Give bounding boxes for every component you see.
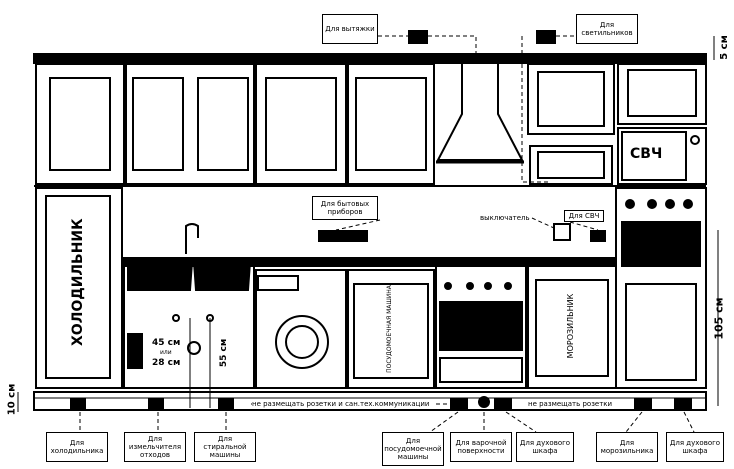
upper-cabinet — [125, 63, 255, 185]
dim-sink-b: 28 см — [152, 358, 181, 368]
dim-sink-a: 45 см — [152, 338, 181, 348]
microwave-label: СВЧ — [630, 146, 663, 162]
label-appliances: Для бытовых приборов — [312, 196, 378, 220]
range-hood — [436, 64, 524, 161]
dim-bottom: 10 см — [6, 383, 18, 416]
label-dishwasher: Для посудомоечной машины — [382, 432, 444, 466]
socket-block — [318, 230, 368, 242]
label-freezer: Для морозильника — [596, 432, 658, 462]
label-oven-2: Для духового шкафа — [666, 432, 724, 462]
oven — [435, 265, 527, 389]
fridge — [35, 187, 123, 389]
label-hood: Для вытяжки — [322, 14, 378, 44]
dim-sink-or: или — [160, 349, 172, 356]
upper-cabinet — [255, 63, 347, 185]
label-washer: Для стиральной машины — [194, 432, 256, 462]
washing-machine — [255, 269, 347, 389]
note-switch: выключатель — [480, 214, 530, 222]
freezer — [527, 265, 617, 389]
label-lights: Для светильников — [576, 14, 638, 44]
dim-right: 105 см — [712, 297, 726, 340]
dim-top: 5 см — [718, 35, 730, 60]
note-no-sockets-1: не размещать розетки и сан.тех.коммуника… — [252, 400, 430, 408]
note-no-sockets-2: не размещать розетки — [528, 400, 613, 408]
label-shredder: Для измельчителя отходов — [124, 432, 186, 462]
label-microwave: Для СВЧ — [564, 210, 604, 222]
label-hob: Для варочной поверхности — [450, 432, 512, 462]
microwave — [617, 127, 707, 185]
dishwasher-label: ПОСУДОМОЕЧНАЯ МАШИНА — [386, 285, 393, 373]
label-fridge: Для холодильника — [46, 432, 108, 462]
dim-washer: 55 см — [219, 338, 230, 368]
label-oven-1: Для духового шкафа — [516, 432, 574, 462]
upper-cabinet — [347, 63, 435, 185]
upper-cabinet — [35, 63, 125, 185]
freezer-label: МОРОЗИЛЬНИК — [566, 293, 575, 359]
fridge-label: ХОЛОДИЛЬНИК — [70, 218, 86, 346]
